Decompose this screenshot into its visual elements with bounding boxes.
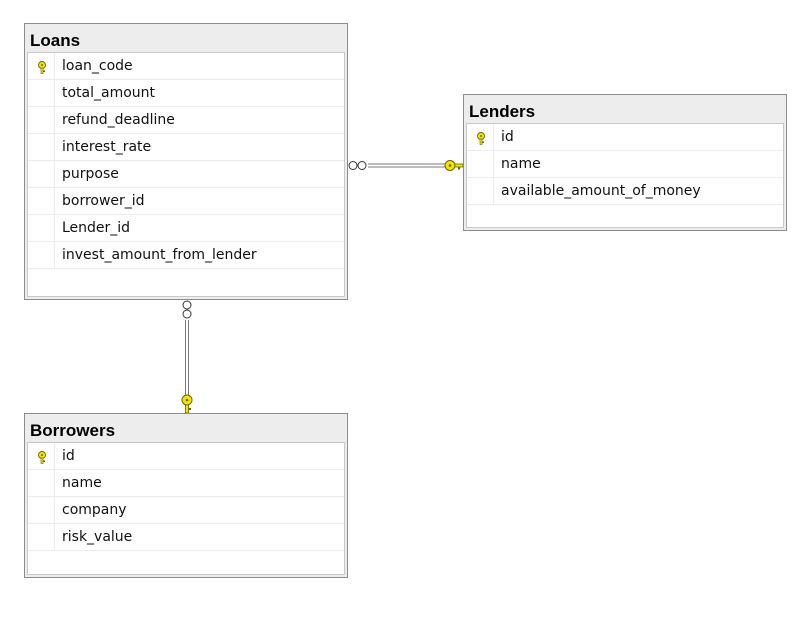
column-row[interactable]: refund_deadline	[28, 107, 344, 134]
row-selector[interactable]	[28, 497, 55, 523]
row-selector[interactable]	[28, 242, 55, 268]
column-name: refund_deadline	[62, 112, 175, 128]
column-row[interactable]: name	[467, 151, 783, 178]
many-end-infinity-icon	[182, 300, 192, 319]
column-name: risk_value	[62, 529, 133, 545]
row-selector[interactable]	[467, 178, 494, 204]
column-row[interactable]: risk_value	[28, 524, 344, 551]
column-name: purpose	[62, 166, 119, 182]
row-selector[interactable]	[28, 215, 55, 241]
loans-table-title: Loans	[30, 31, 81, 50]
primary-key-icon	[37, 59, 47, 78]
row-selector[interactable]	[28, 53, 55, 79]
column-name: borrower_id	[62, 193, 145, 209]
column-row[interactable]: available_amount_of_money	[467, 178, 783, 205]
primary-key-icon	[37, 449, 47, 468]
column-row[interactable]: borrower_id	[28, 188, 344, 215]
primary-key-icon	[476, 130, 486, 149]
column-name: invest_amount_from_lender	[62, 247, 257, 263]
lenders-columns-grid: id name available_amount_of_money	[466, 123, 784, 228]
row-selector[interactable]	[28, 524, 55, 550]
column-name: company	[62, 502, 127, 518]
column-name: id	[62, 448, 75, 464]
row-selector[interactable]	[28, 443, 55, 469]
row-selector[interactable]	[28, 134, 55, 160]
lenders-table[interactable]: Lenders id name available_amount_of_money	[463, 94, 787, 231]
column-row[interactable]: invest_amount_from_lender	[28, 242, 344, 269]
column-row[interactable]: Lender_id	[28, 215, 344, 242]
column-row[interactable]: loan_code	[28, 53, 344, 80]
row-selector[interactable]	[28, 80, 55, 106]
column-row[interactable]: id	[467, 124, 783, 151]
row-selector[interactable]	[28, 188, 55, 214]
row-selector[interactable]	[28, 470, 55, 496]
loans-borrowers-relationship[interactable]	[181, 300, 193, 414]
column-name: name	[501, 156, 541, 172]
one-end-key-icon	[181, 394, 193, 414]
borrowers-columns-grid: id name company risk_value	[27, 442, 345, 575]
loans-table[interactable]: Loans loan_code total_amount refund_deadli…	[24, 23, 348, 300]
column-name: id	[501, 129, 514, 145]
column-name: loan_code	[62, 58, 133, 74]
loans-lenders-relationship[interactable]	[348, 160, 464, 171]
row-selector[interactable]	[28, 107, 55, 133]
row-selector[interactable]	[467, 124, 494, 150]
row-selector[interactable]	[28, 161, 55, 187]
column-row[interactable]: total_amount	[28, 80, 344, 107]
column-name: available_amount_of_money	[501, 183, 701, 199]
column-name: name	[62, 475, 102, 491]
column-row[interactable]: id	[28, 443, 344, 470]
column-name: Lender_id	[62, 220, 131, 236]
column-row[interactable]: purpose	[28, 161, 344, 188]
borrowers-table-title: Borrowers	[30, 421, 116, 440]
borrowers-table[interactable]: Borrowers id name company risk_value	[24, 413, 348, 578]
one-end-key-icon	[444, 160, 464, 171]
column-row[interactable]: company	[28, 497, 344, 524]
column-row[interactable]: interest_rate	[28, 134, 344, 161]
column-row[interactable]: name	[28, 470, 344, 497]
column-name: total_amount	[62, 85, 156, 101]
lenders-table-title: Lenders	[469, 102, 536, 121]
many-end-infinity-icon	[348, 161, 367, 170]
row-selector[interactable]	[467, 151, 494, 177]
column-name: interest_rate	[62, 139, 152, 155]
